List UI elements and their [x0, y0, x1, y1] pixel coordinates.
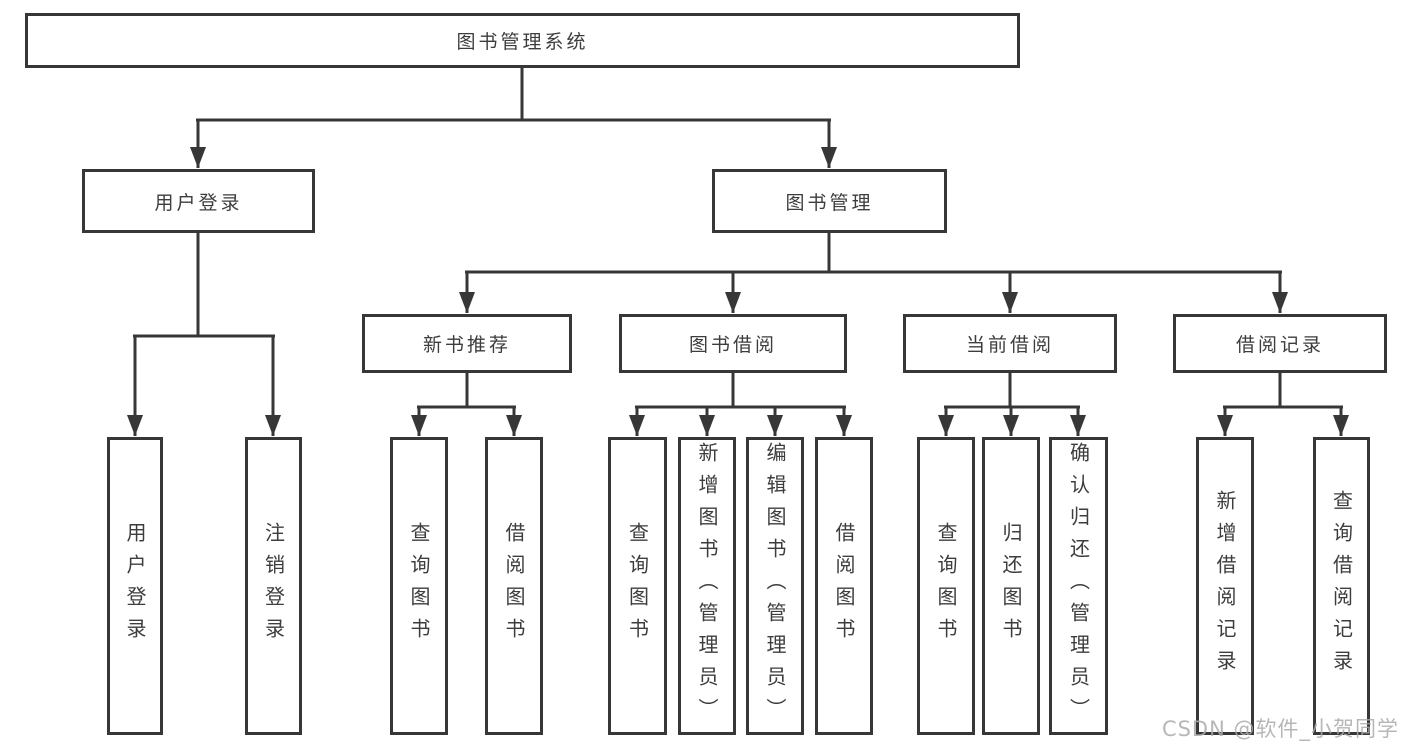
leaf-add-borrow-record-label: 新增借阅记录 [1213, 490, 1237, 682]
node-book-borrowing: 图书借阅 [619, 314, 847, 373]
leaf-borrow-books-recommend: 借阅图书 [485, 437, 543, 735]
node-current-borrowing-label: 当前借阅 [965, 334, 1054, 356]
leaf-search-books-current: 查询图书 [917, 437, 975, 735]
node-new-book-recommendation-label: 新书推荐 [422, 334, 511, 356]
leaf-add-book-admin: 新增图书（管理员） [678, 437, 736, 735]
leaf-search-books-borrowing: 查询图书 [608, 437, 667, 735]
node-root: 图书管理系统 [25, 13, 1020, 68]
leaf-search-books-recommend-label: 查询图书 [407, 522, 431, 650]
leaf-confirm-return-admin-label: 确认归还（管理员） [1066, 442, 1091, 730]
leaf-user-login: 用户登录 [107, 437, 163, 735]
leaf-search-books-recommend: 查询图书 [390, 437, 448, 735]
leaf-edit-book-admin: 编辑图书（管理员） [746, 437, 804, 735]
leaf-edit-book-admin-label: 编辑图书（管理员） [763, 442, 787, 730]
leaf-search-books-current-label: 查询图书 [934, 522, 958, 650]
leaf-return-books-label: 归还图书 [999, 522, 1023, 650]
leaf-logout-label: 注销登录 [261, 522, 286, 650]
leaf-borrow-books-recommend-label: 借阅图书 [502, 522, 526, 650]
node-book-management: 图书管理 [712, 169, 947, 233]
node-new-book-recommendation: 新书推荐 [362, 314, 572, 373]
node-book-management-label: 图书管理 [785, 191, 874, 214]
node-user-login: 用户登录 [82, 169, 315, 233]
node-user-login-label: 用户登录 [154, 191, 243, 214]
leaf-user-login-label: 用户登录 [123, 522, 147, 650]
leaf-borrow-books-borrowing-label: 借阅图书 [832, 522, 856, 650]
csdn-watermark: CSDN @软件_小贺同学 [1161, 717, 1399, 741]
leaf-search-borrow-record-label: 查询借阅记录 [1329, 490, 1354, 682]
leaf-borrow-books-borrowing: 借阅图书 [815, 437, 873, 735]
leaf-confirm-return-admin: 确认归还（管理员） [1049, 437, 1108, 735]
leaf-search-books-borrowing-label: 查询图书 [625, 522, 650, 650]
node-current-borrowing: 当前借阅 [903, 314, 1117, 373]
node-root-label: 图书管理系统 [456, 31, 589, 53]
leaf-search-borrow-record: 查询借阅记录 [1313, 437, 1370, 735]
leaf-logout: 注销登录 [245, 437, 302, 735]
leaf-add-book-admin-label: 新增图书（管理员） [695, 442, 719, 730]
node-borrowing-records-label: 借阅记录 [1235, 334, 1324, 356]
node-borrowing-records: 借阅记录 [1173, 314, 1387, 373]
leaf-add-borrow-record: 新增借阅记录 [1196, 437, 1254, 735]
node-book-borrowing-label: 图书借阅 [688, 334, 777, 356]
leaf-return-books: 归还图书 [982, 437, 1040, 735]
